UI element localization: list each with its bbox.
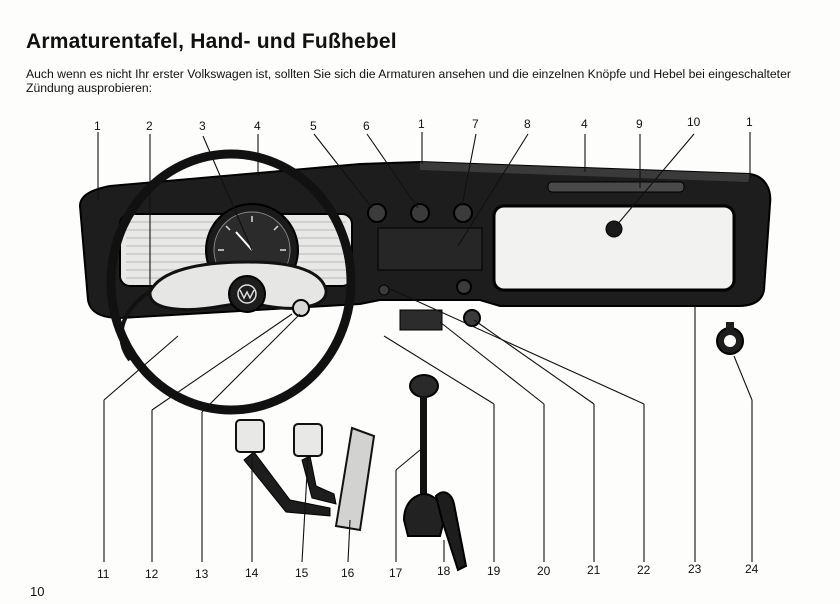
callout-label: 6 bbox=[363, 119, 370, 133]
callouts-top: 1 2 3 4 5 6 1 7 8 4 9 10 1 bbox=[94, 115, 753, 133]
gear-lever bbox=[402, 374, 446, 537]
intro-line-1: Auch wenn es nicht Ihr erster Volkswagen… bbox=[26, 67, 791, 81]
leader-lines bbox=[97, 132, 753, 563]
horn-button-icon[interactable] bbox=[228, 275, 266, 313]
callout-label: 24 bbox=[745, 562, 759, 576]
callout-label: 5 bbox=[310, 119, 317, 133]
callout-label: 8 bbox=[524, 117, 531, 131]
page-number: 10 bbox=[30, 584, 45, 599]
pedals bbox=[235, 419, 376, 532]
callout-label: 4 bbox=[581, 117, 588, 131]
wiper-switch-icon[interactable] bbox=[367, 203, 387, 223]
callouts-bottom: 11 12 13 14 15 16 17 18 19 20 21 22 23 2… bbox=[97, 562, 759, 581]
callout-label: 1 bbox=[418, 117, 425, 131]
callout-label: 10 bbox=[687, 115, 701, 129]
intro-line-2: Zündung ausprobieren: bbox=[26, 81, 153, 95]
light-switch-icon[interactable] bbox=[453, 203, 473, 223]
callout-label: 14 bbox=[245, 566, 259, 580]
fan-switch-icon[interactable] bbox=[410, 203, 430, 223]
steering-wheel bbox=[106, 149, 356, 415]
callout-label: 12 bbox=[145, 567, 159, 581]
callout-label: 21 bbox=[587, 563, 601, 577]
callout-label: 15 bbox=[295, 566, 309, 580]
glove-box[interactable] bbox=[492, 204, 736, 292]
fuel-tap-icon bbox=[716, 322, 744, 355]
callout-label: 19 bbox=[487, 564, 501, 578]
intro-text: Auch wenn es nicht Ihr erster Volkswagen… bbox=[26, 67, 826, 95]
callout-label: 18 bbox=[437, 564, 451, 578]
glove-box-knob-icon[interactable] bbox=[605, 220, 623, 238]
ignition-switch-icon[interactable] bbox=[292, 299, 310, 317]
callout-label: 13 bbox=[195, 567, 209, 581]
clutch-pedal bbox=[235, 419, 265, 453]
callout-label: 17 bbox=[389, 566, 403, 580]
callout-label: 11 bbox=[97, 567, 110, 581]
callout-label: 1 bbox=[746, 115, 753, 129]
callout-label: 23 bbox=[688, 562, 702, 576]
callout-label: 22 bbox=[637, 563, 651, 577]
callout-label: 7 bbox=[472, 117, 479, 131]
callout-label: 3 bbox=[199, 119, 206, 133]
callout-label: 9 bbox=[636, 117, 643, 131]
callout-label: 16 bbox=[341, 566, 355, 580]
page-title: Armaturentafel, Hand- und Fußhebel bbox=[26, 30, 397, 53]
callout-label: 20 bbox=[537, 564, 551, 578]
callout-label: 1 bbox=[94, 119, 101, 133]
callout-label: 4 bbox=[254, 119, 261, 133]
callout-label: 2 bbox=[146, 119, 153, 133]
accelerator-pedal bbox=[334, 426, 376, 532]
handbrake-lever bbox=[434, 491, 468, 572]
brake-pedal bbox=[293, 423, 323, 457]
